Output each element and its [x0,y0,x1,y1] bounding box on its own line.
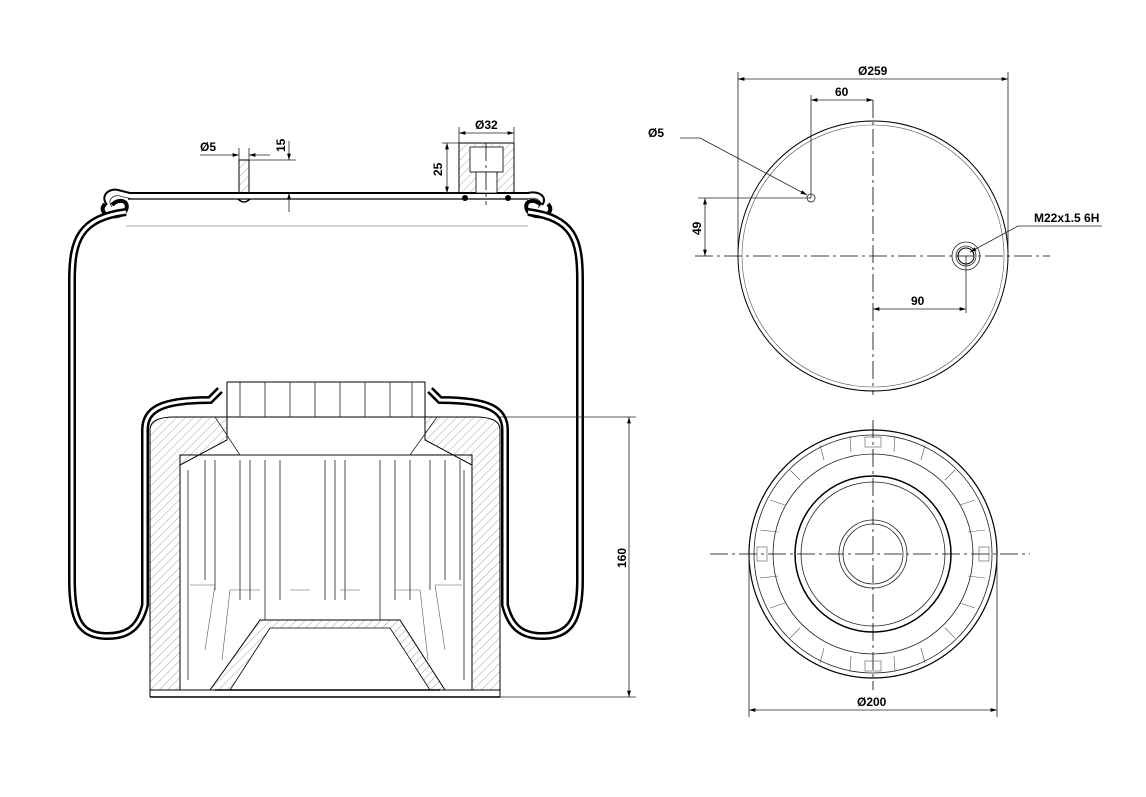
dim-piston-diameter-label: Ø200 [857,695,887,709]
dim-pin-diameter-label: Ø5 [200,140,216,154]
dim-plate-diameter-label: Ø259 [858,64,888,78]
dim-piston-height: 160 [500,416,636,698]
dim-piston-height-label: 160 [615,548,629,568]
side-section-view: Ø5 15 Ø32 25 [68,118,636,698]
dim-pin-height-label: 15 [274,138,288,152]
plate-hole [806,95,816,203]
threaded-hole [951,241,981,313]
threaded-boss [458,142,515,205]
dim-boss-height: 25 [431,142,459,194]
dim-thread-spec-label: M22x1.5 6H [1034,211,1099,225]
top-plan-view: Ø259 60 Ø5 49 M22x1.5 6H [648,64,1102,395]
dim-hole-offset-y-label: 49 [690,221,704,235]
dim-boss-height-label: 25 [431,162,445,176]
dim-pin-height: 15 [249,138,296,212]
dim-thread-offset-x: 90 [873,294,966,311]
dim-thread-offset-x-label: 90 [911,294,925,308]
bottom-plan-view: Ø200 [710,420,1030,717]
piston-rib-cells [756,435,990,673]
rubber-bellows [68,208,584,641]
dim-hole-offset-x: 60 [811,85,873,102]
piston-section [149,381,501,698]
top-pin [237,159,251,203]
dim-hole-offset-y: 49 [690,197,811,256]
dim-pin-diameter: Ø5 [200,140,270,160]
dim-hole-offset-x-label: 60 [835,85,849,99]
dim-hole-diameter-label: Ø5 [648,126,664,140]
dim-hole-diameter: Ø5 [648,126,808,196]
dim-boss-diameter: Ø32 [458,118,515,143]
dim-piston-diameter: Ø200 [748,554,998,717]
top-plate [100,188,553,219]
dim-plate-diameter: Ø259 [737,64,1009,256]
dim-boss-diameter-label: Ø32 [475,118,498,132]
dim-thread-spec: M22x1.5 6H [969,211,1102,253]
